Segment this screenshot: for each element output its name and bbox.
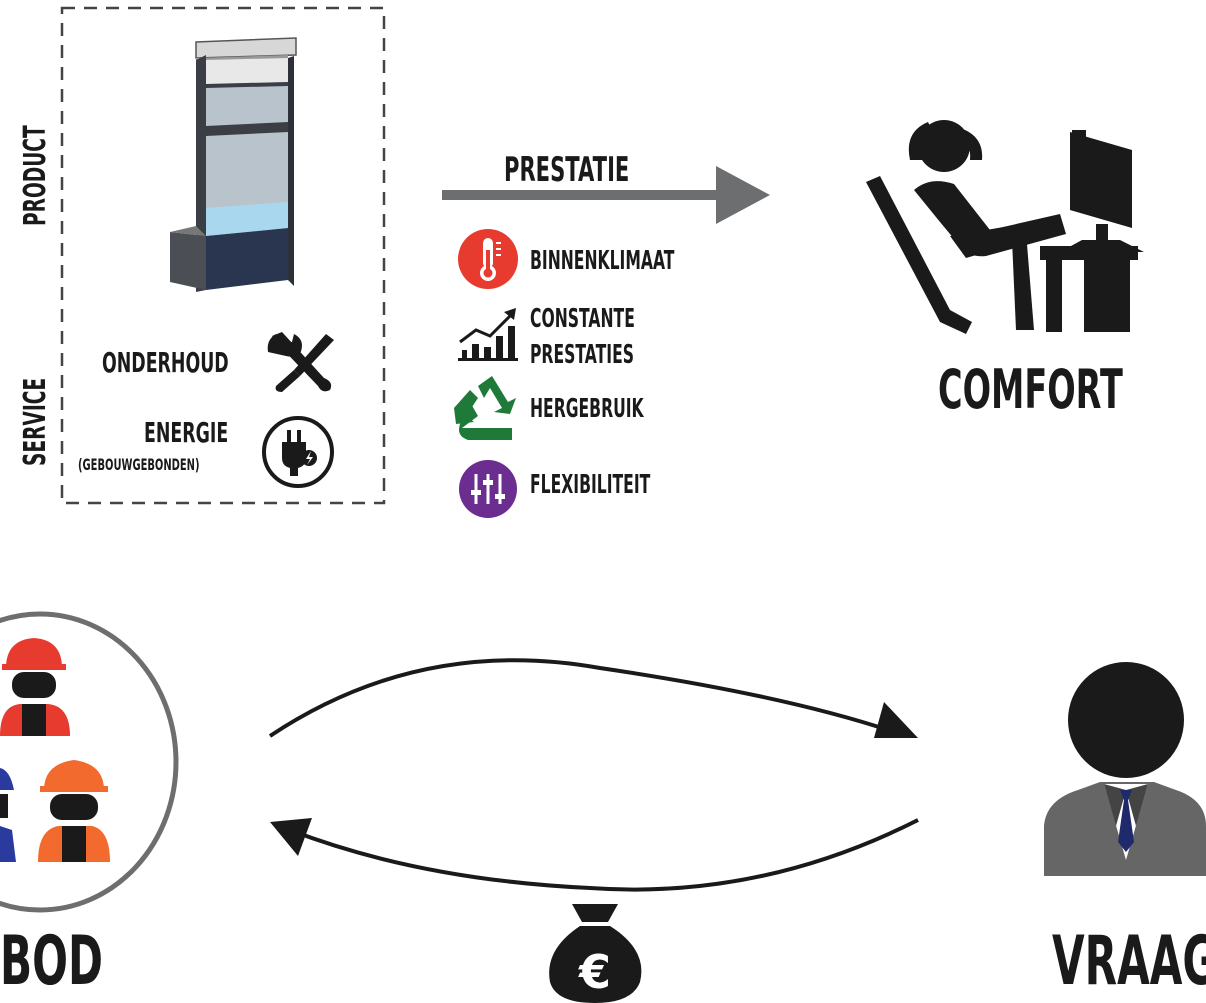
exchange-arrows [268, 658, 919, 892]
comfort-label: COMFORT [938, 358, 1123, 421]
prestatie-label: PRESTATIE [504, 150, 630, 190]
product-service-box [60, 6, 386, 505]
aanbod-group [0, 611, 179, 913]
benefit-binnenklimaat-label: BINNENKLIMAAT [530, 246, 675, 276]
service-label: SERVICE [18, 377, 53, 466]
worker-orange-icon [38, 760, 110, 862]
worker-red-icon [0, 638, 70, 736]
vraag-label: VRAAG [1052, 922, 1206, 1001]
plug-energy-icon [262, 416, 334, 488]
onderhoud-label: ONDERHOUD [102, 346, 229, 379]
svg-text:€: € [578, 945, 611, 999]
comfort-person-icon [866, 120, 1144, 334]
benefit-prestaties-label: PRESTATIES [530, 340, 634, 370]
facade-window-icon [170, 37, 297, 292]
vraag-person-icon [1044, 662, 1206, 876]
thermometer-icon [458, 229, 518, 289]
aanbod-label: BOD [0, 922, 103, 1001]
benefit-hergebruik-label: HERGEBRUIK [530, 394, 644, 424]
product-label: PRODUCT [18, 125, 53, 226]
recycle-icon [454, 376, 516, 440]
benefit-flexibiliteit-label: FLEXIBILITEIT [530, 470, 651, 500]
energie-label: ENERGIE [144, 416, 229, 449]
money-bag-euro-icon: € [549, 904, 642, 1003]
rising-chart-icon [458, 308, 518, 361]
worker-blue-icon [0, 768, 16, 862]
sliders-icon [459, 460, 517, 518]
tools-icon [267, 332, 334, 392]
prestatie-arrow [442, 166, 770, 224]
gebouwgebonden-label: (GEBOUWGEBONDEN) [78, 455, 200, 474]
benefit-constante-label: CONSTANTE [530, 304, 635, 334]
